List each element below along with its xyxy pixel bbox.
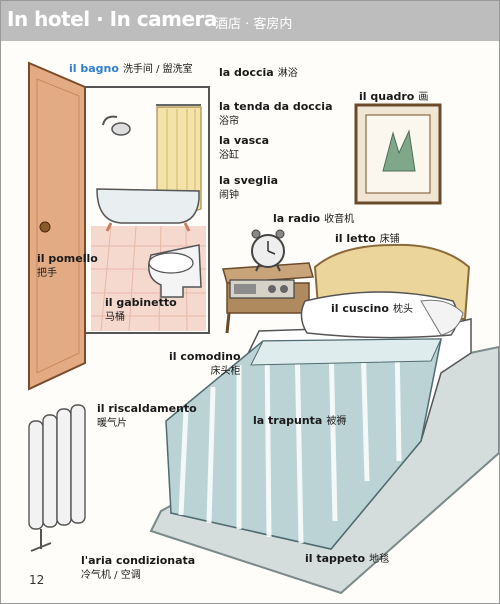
- header-band: In hotel · In camera 酒店 · 客房内: [1, 1, 499, 41]
- bathroom-door: [28, 61, 86, 391]
- page-title: In hotel · In camera: [7, 7, 217, 31]
- toilet: [148, 244, 202, 298]
- wall-picture: [354, 103, 442, 205]
- shower-head: [102, 115, 131, 136]
- door-knob: [39, 221, 51, 233]
- bathtub: [96, 188, 200, 232]
- bed: [165, 318, 472, 550]
- radio: [229, 279, 295, 299]
- page-subtitle: 酒店 · 客房内: [215, 17, 293, 32]
- page-number: 12: [29, 573, 45, 587]
- pillows: [300, 291, 464, 339]
- radiator: [28, 404, 86, 552]
- alarm-clock: [251, 229, 285, 272]
- hotel-room-illustration: [28, 61, 499, 595]
